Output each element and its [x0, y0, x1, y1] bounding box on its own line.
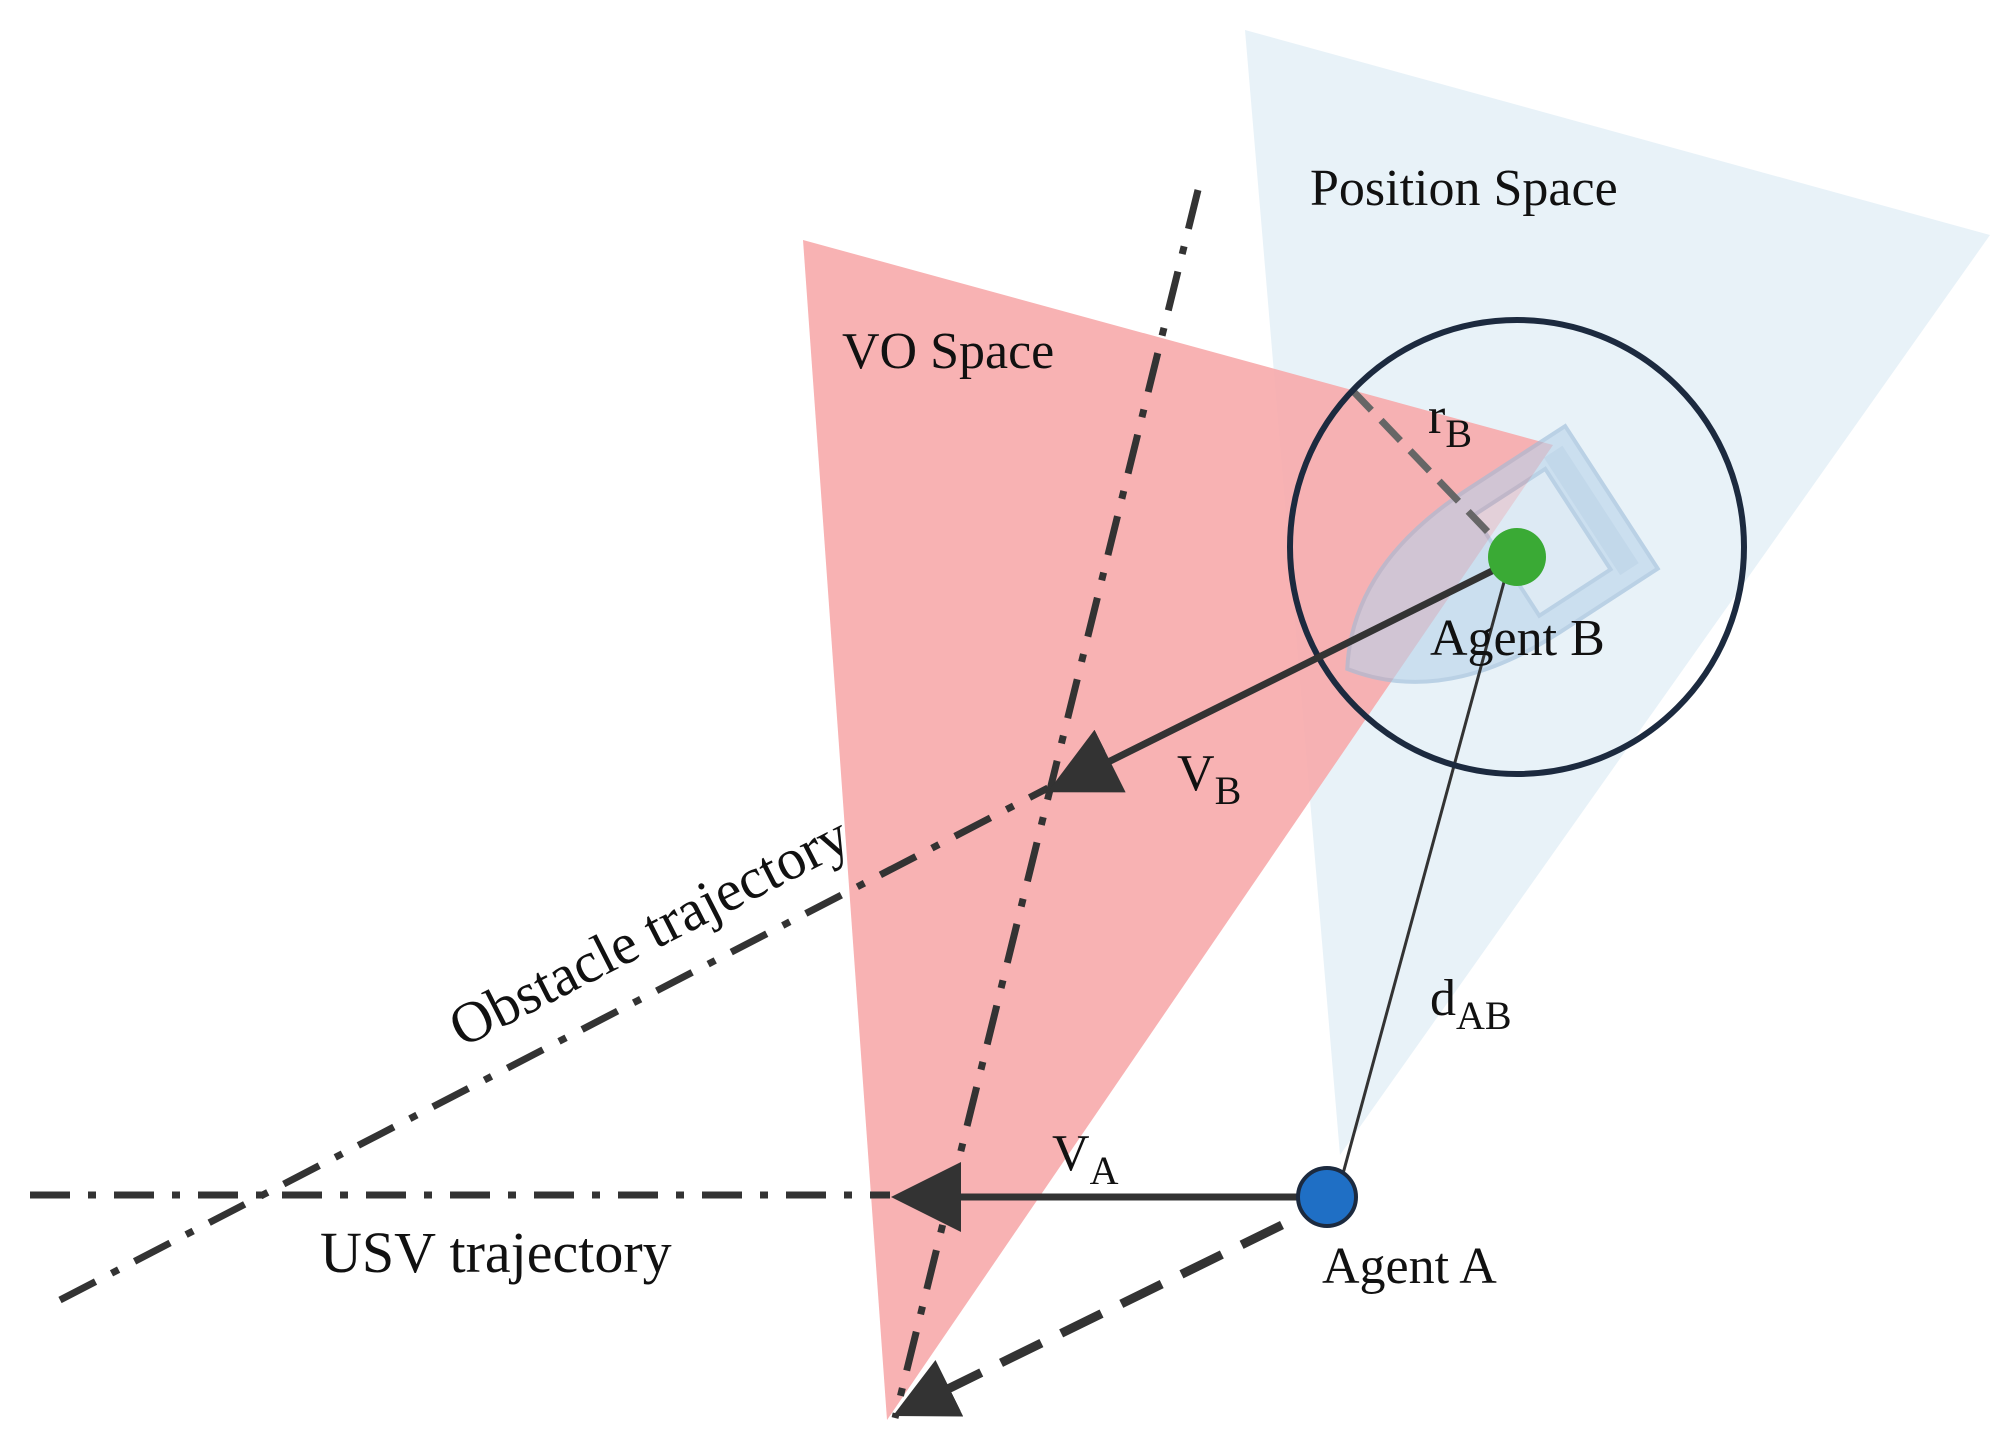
d-ab-sub: AB [1456, 993, 1512, 1038]
agent-a-label: Agent A [1322, 1238, 1497, 1295]
relative-velocity-line [892, 1220, 1284, 1417]
r-b-main: r [1428, 388, 1445, 445]
obstacle-trajectory-line [58, 784, 1050, 1304]
agent-b-dot [1488, 528, 1546, 586]
agent-a-dot [1296, 1166, 1358, 1228]
v-a-label: VA [1052, 1125, 1119, 1193]
v-a-main: V [1052, 1125, 1090, 1182]
v-b-sub: B [1215, 768, 1242, 813]
v-a-sub: A [1090, 1148, 1119, 1193]
safety-circle [1287, 317, 1747, 777]
d-ab-main: d [1430, 970, 1456, 1027]
agent-b-label: Agent B [1430, 610, 1605, 667]
obstacle-trajectory-label: Obstacle trajectory [438, 802, 859, 1060]
position-space-label: Position Space [1310, 160, 1618, 217]
r-b-sub: B [1445, 411, 1472, 456]
vo-space-label: VO Space [842, 323, 1054, 380]
v-b-main: V [1177, 745, 1215, 802]
radius-line [1349, 387, 1511, 556]
velocity-b-arrow [1047, 563, 1502, 793]
r-b-label: rB [1428, 388, 1472, 456]
distance-line [1336, 559, 1512, 1193]
usv-trajectory-label: USV trajectory [320, 1220, 672, 1285]
d-ab-label: dAB [1430, 970, 1512, 1038]
vo-space-cone [803, 240, 1553, 1420]
v-b-label: VB [1177, 745, 1241, 813]
